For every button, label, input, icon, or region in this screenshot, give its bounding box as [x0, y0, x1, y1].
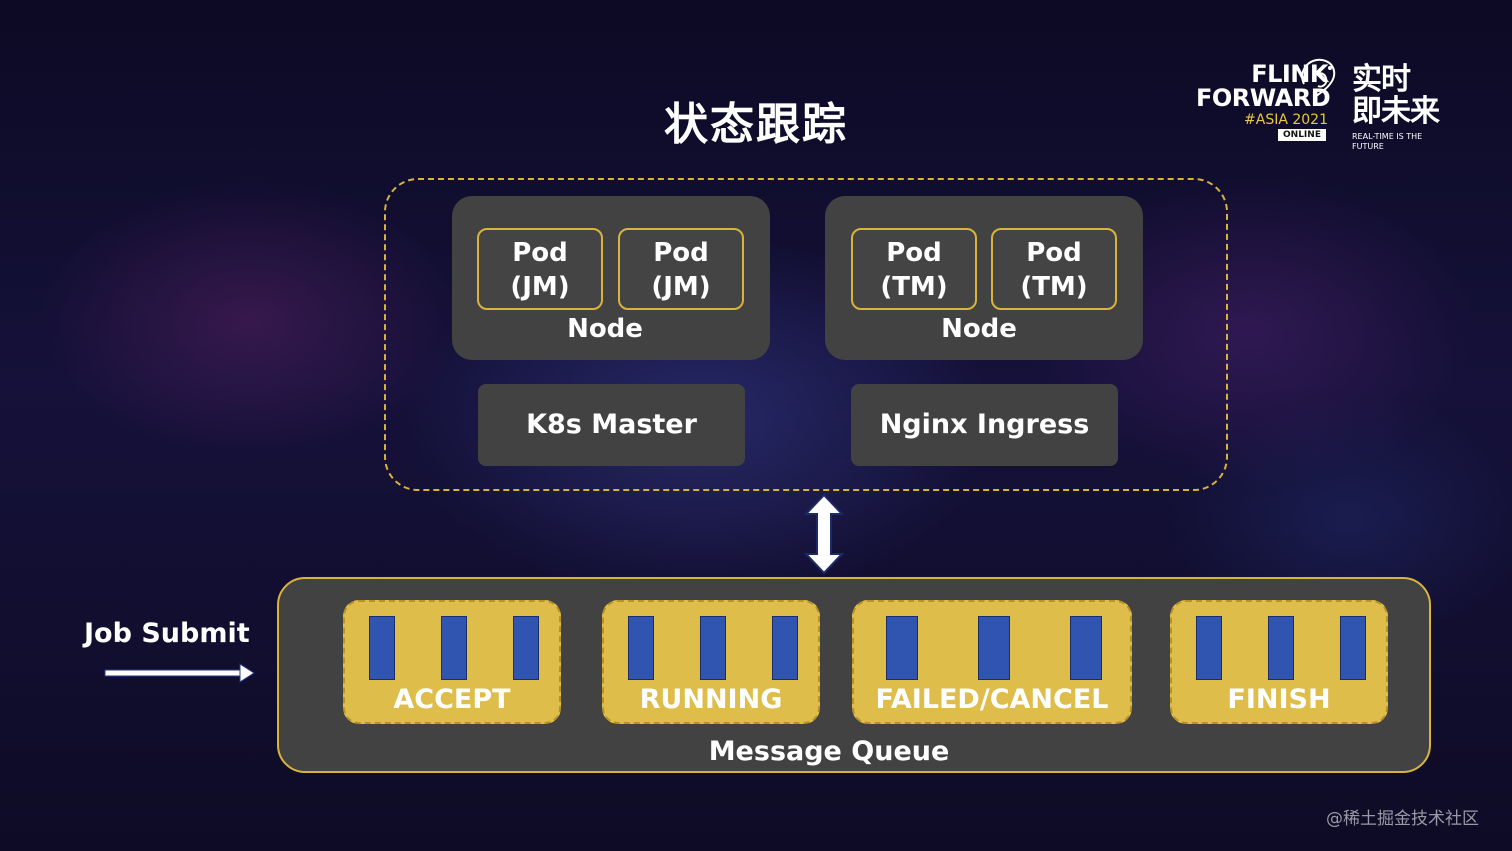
bidirectional-arrow-icon [803, 493, 845, 575]
stage-label: FINISH [1227, 684, 1331, 715]
stage-running: RUNNING [602, 600, 820, 724]
stage-label: RUNNING [639, 684, 783, 715]
logo-tagline: REAL-TIME IS THE FUTURE [1352, 132, 1423, 151]
queue-slot [1340, 616, 1366, 680]
pod-label: Pod [1026, 238, 1082, 268]
queue-slot [886, 616, 918, 680]
right-arrow-icon [104, 663, 255, 683]
watermark: @稀土掘金技术社区 [1326, 809, 1479, 829]
squirrel-icon [1301, 58, 1336, 99]
stage-label: FAILED/CANCEL [875, 684, 1109, 715]
pod-label: Pod [886, 238, 942, 268]
message-queue-label: Message Queue [708, 736, 950, 767]
node-label-tm: Node [941, 314, 1017, 344]
queue-slot [513, 616, 539, 680]
pod-jm-2: Pod (JM) [618, 228, 744, 310]
page-title: 状态跟踪 [664, 99, 848, 150]
queue-slot [772, 616, 798, 680]
pod-label: Pod [653, 238, 709, 268]
pod-tm-2: Pod (TM) [991, 228, 1117, 310]
k8s-master-box: K8s Master [478, 384, 745, 466]
queue-slot [441, 616, 467, 680]
flink-forward-logo: FLINK FORWARD #ASIA 2021 ONLINE 实时 即未来 R… [1196, 56, 1456, 151]
queue-slot [1196, 616, 1222, 680]
k8s-cluster-boundary [384, 178, 1228, 491]
pod-jm-1: Pod (JM) [477, 228, 603, 310]
stage-label: ACCEPT [393, 684, 511, 715]
queue-slot [978, 616, 1010, 680]
pod-role: (TM) [1020, 272, 1088, 302]
queue-slot [369, 616, 395, 680]
logo-cn-line-1: 实时 [1352, 62, 1411, 97]
logo-online-badge: ONLINE [1278, 129, 1326, 141]
stage-failed-cancel: FAILED/CANCEL [852, 600, 1132, 724]
queue-slot [1268, 616, 1294, 680]
pod-label: Pod [512, 238, 568, 268]
stage-finish: FINISH [1170, 600, 1388, 724]
logo-edition: #ASIA 2021 [1244, 112, 1328, 128]
logo-line-1: FLINK [1251, 60, 1328, 88]
stage-accept: ACCEPT [343, 600, 561, 724]
pod-role: (JM) [651, 272, 711, 302]
queue-slot [628, 616, 654, 680]
pod-role: (JM) [510, 272, 570, 302]
logo-line-2: FORWARD [1196, 84, 1331, 112]
pod-role: (TM) [880, 272, 948, 302]
pod-tm-1: Pod (TM) [851, 228, 977, 310]
job-submit-label: Job Submit [84, 618, 250, 649]
node-label-jm: Node [567, 314, 643, 344]
logo-cn-line-2: 即未来 [1352, 94, 1440, 129]
nginx-ingress-box: Nginx Ingress [851, 384, 1118, 466]
queue-slot [1070, 616, 1102, 680]
queue-slot [700, 616, 726, 680]
